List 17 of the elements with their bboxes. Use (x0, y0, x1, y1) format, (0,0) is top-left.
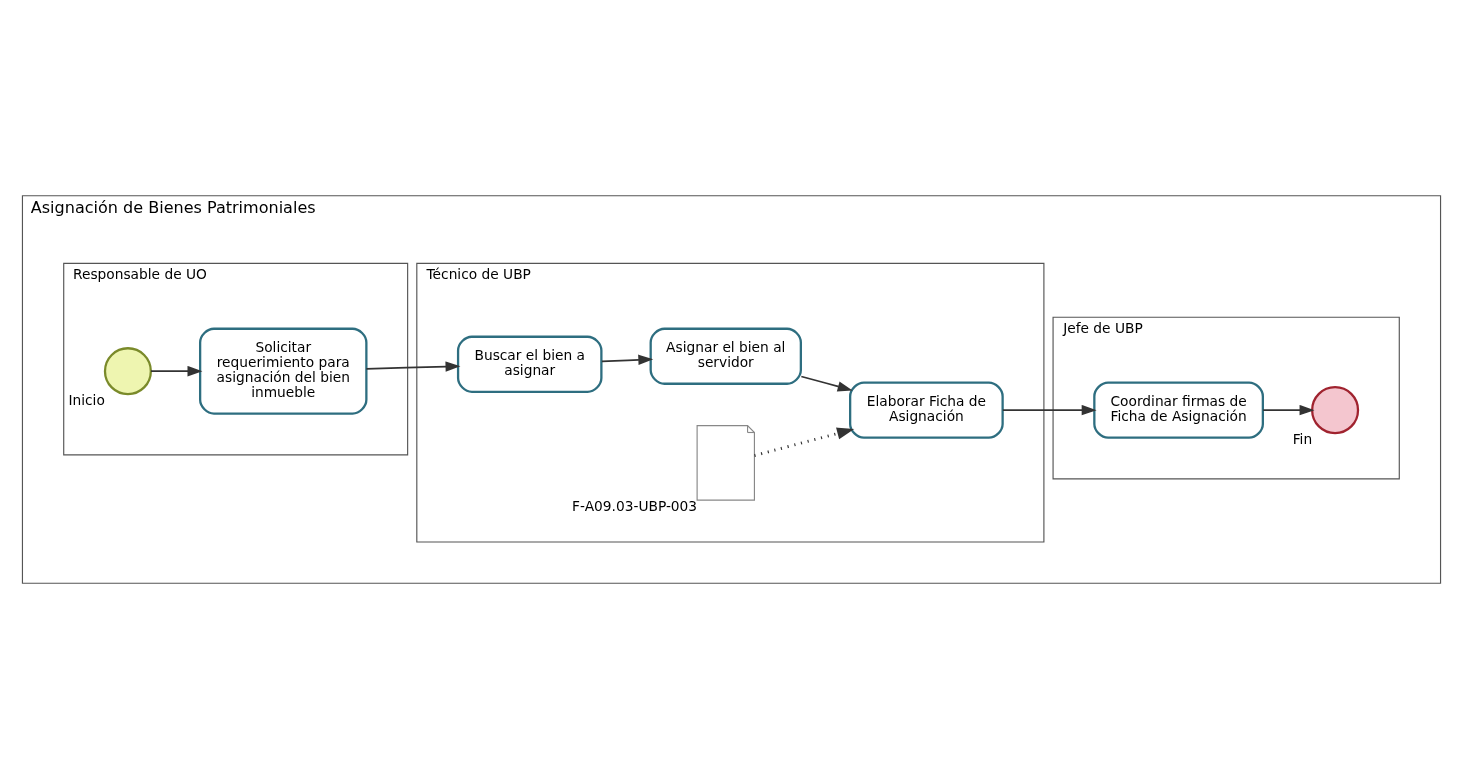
arrow (150, 365, 203, 377)
arrow (800, 375, 853, 392)
node-label: F-A09.03-UBP-003 (572, 498, 698, 515)
node-circle (103, 347, 152, 396)
node-label: Fin (1292, 431, 1313, 448)
node-label: Inicio (68, 392, 105, 409)
arrow (601, 354, 654, 366)
node-box: Coordinar firmas de Ficha de Asignación (1093, 381, 1264, 439)
arrow (365, 361, 461, 372)
arrow (1002, 404, 1097, 416)
arrow (754, 427, 855, 457)
node-box: Buscar el bien a asignar (456, 335, 603, 393)
node-box: Elaborar Ficha de Asignación (849, 381, 1004, 439)
arrow (1262, 404, 1315, 416)
node-circle (1311, 386, 1360, 435)
node-box: Asignar el bien al servidor (649, 327, 802, 385)
node-box: Solicitar requerimiento para asignación del bien inmueble (199, 327, 368, 415)
